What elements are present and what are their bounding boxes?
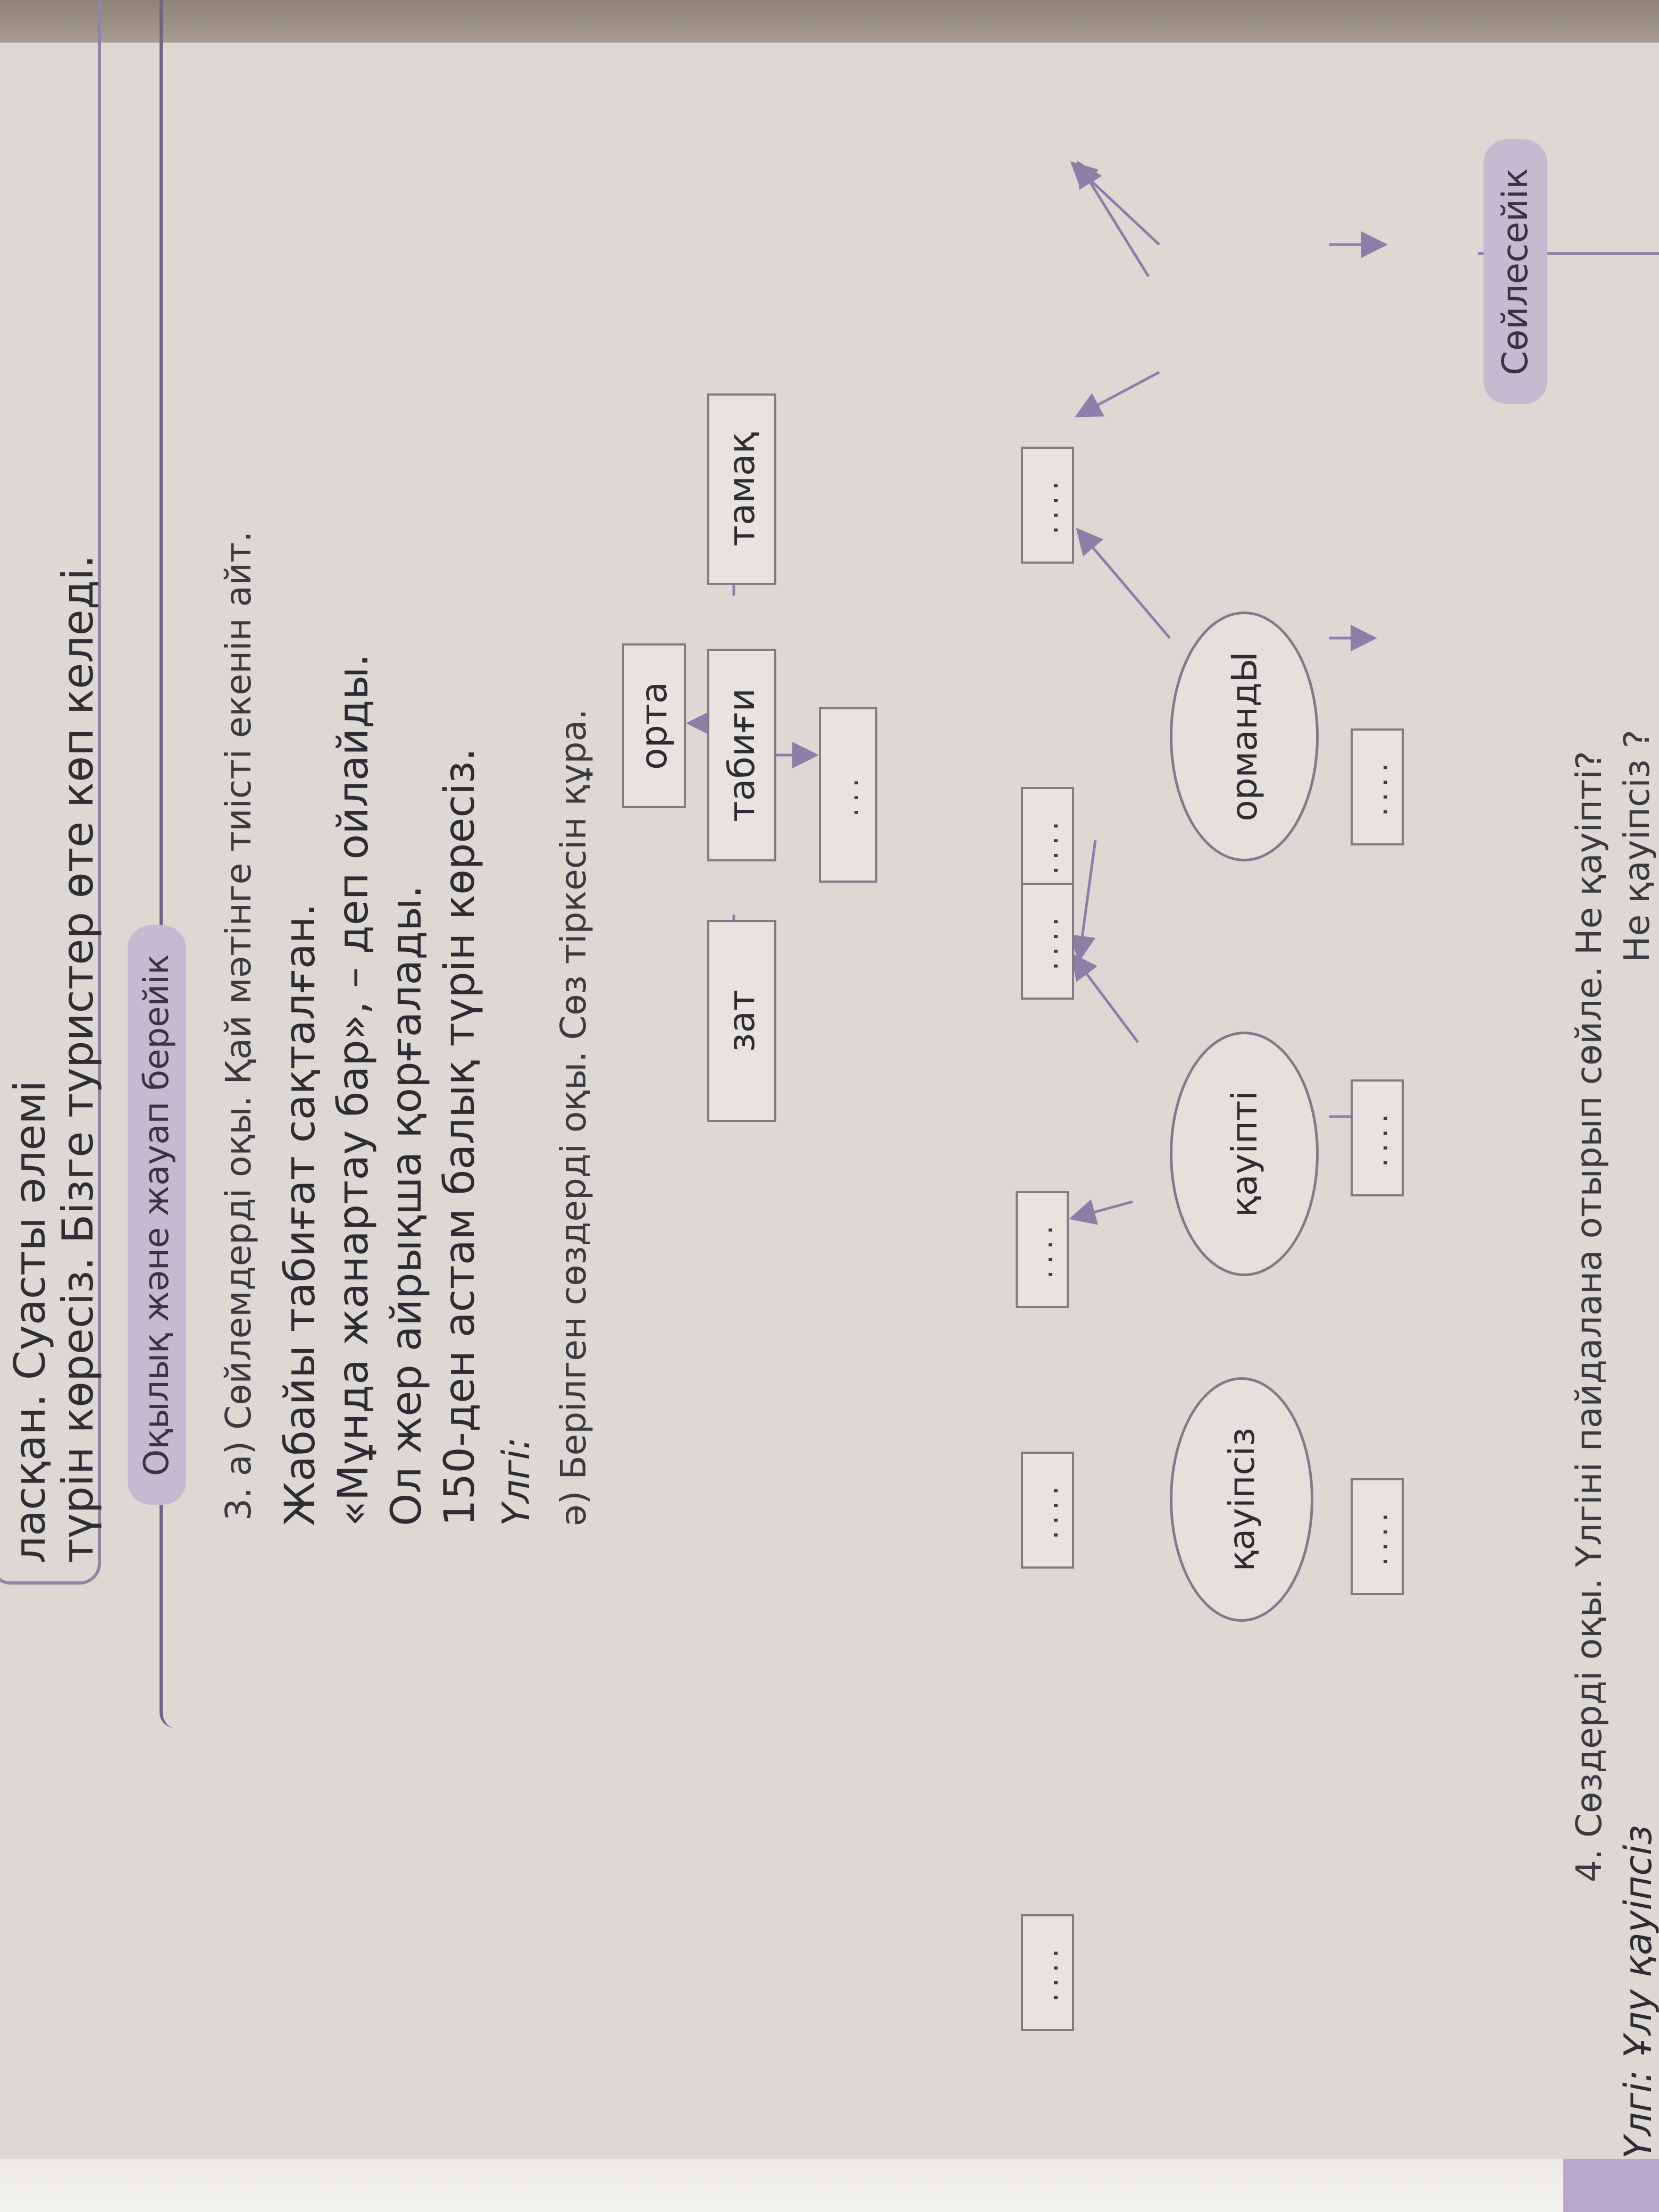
- ellipse-ormandy: ормандЫ: [1170, 611, 1319, 861]
- placeholder-dots: ....: [1030, 1943, 1065, 2002]
- word-box-top: орта: [622, 643, 686, 808]
- placeholder-dots: ....: [1025, 1220, 1060, 1279]
- exercise-4-example: Үлгі: Ұлу қауіпсіз: [1616, 1825, 1659, 2159]
- placeholder-dots: ...: [831, 773, 866, 817]
- blank-box-6: ....: [1351, 1079, 1404, 1196]
- blank-box-3: ....: [1351, 728, 1404, 845]
- blank-box-4: ....: [1021, 883, 1074, 1000]
- textbook-page: ласқан. Суасты әлемі түрін көресіз. Бізг…: [0, 0, 1659, 2159]
- blank-box-9: ....: [1021, 1914, 1074, 2031]
- section-title-speaking: Сөйлесейік: [1484, 139, 1547, 404]
- placeholder-dots: ....: [1360, 757, 1395, 817]
- ellipse-kauipsiz: қауіпсіз: [1170, 1377, 1313, 1622]
- placeholder-dots: ....: [1030, 816, 1065, 875]
- exercise-4-instruction: 4. Сөздерді оқы. Үлгіні пайдалана отырып…: [1569, 751, 1610, 1882]
- word-box-left: тамақ: [707, 393, 776, 585]
- blank-box-5: ....: [1016, 1191, 1069, 1308]
- word-box-below: ...: [819, 707, 877, 883]
- placeholder-dots: ....: [1360, 1108, 1395, 1168]
- word-box-center: табиғи: [707, 649, 776, 861]
- exercise-4-question: Не қауіпсіз ?: [1616, 730, 1657, 962]
- placeholder-dots: ....: [1030, 911, 1065, 971]
- diagram-arrows: [686, 160, 1388, 1225]
- placeholder-dots: ....: [1360, 1507, 1395, 1566]
- blank-box-1: ....: [1021, 447, 1074, 564]
- ellipse-kauipti: қауіпті: [1170, 1032, 1319, 1276]
- word-box-right: зат: [707, 920, 776, 1122]
- blank-box-8: ....: [1351, 1478, 1404, 1595]
- blank-box-7: ....: [1021, 1452, 1074, 1569]
- placeholder-dots: ....: [1030, 1480, 1065, 1540]
- placeholder-dots: ....: [1030, 475, 1065, 535]
